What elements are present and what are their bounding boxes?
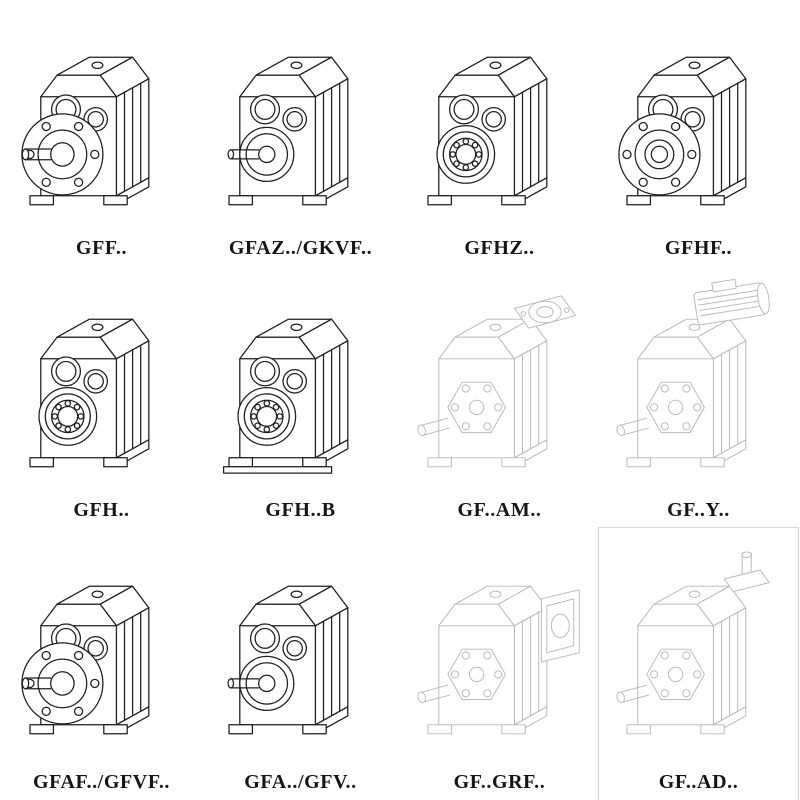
cell-gf-y: GF..Y.. <box>599 266 798 528</box>
output-bore-gearbox-drawing <box>201 530 400 771</box>
hollow-shaft-gearbox-drawing <box>400 6 599 237</box>
cell-gfaf-gfvf: GFAF../GFVF.. <box>2 528 201 800</box>
output-bore-gearbox-drawing <box>201 6 400 237</box>
hollow-shaft-base-gearbox-drawing <box>201 268 400 499</box>
motor-adapter-gearbox-drawing <box>400 268 599 499</box>
model-label: GFHZ.. <box>464 237 535 259</box>
cell-gf-am: GF..AM.. <box>400 266 599 528</box>
model-label: GF..Y.. <box>667 499 730 521</box>
cell-gfaz-gkvf: GFAZ../GKVF.. <box>201 4 400 266</box>
model-label: GF..AD.. <box>658 771 739 793</box>
flange-shaft-gearbox-drawing <box>2 6 201 237</box>
gearbox-model-grid: GFF.. GFAZ../GKVF.. GFHZ.. <box>2 4 799 800</box>
flange-hollow-gearbox-drawing <box>599 6 798 237</box>
model-label: GF..AM.. <box>457 499 542 521</box>
cell-gfh: GFH.. <box>2 266 201 528</box>
model-label: GFAZ../GKVF.. <box>228 237 373 259</box>
motor-mounted-gearbox-drawing <box>599 268 798 499</box>
model-label: GFHF.. <box>664 237 733 259</box>
input-shaft-gearbox-drawing <box>599 530 798 771</box>
cell-gf-ad: GF..AD.. <box>598 527 799 800</box>
model-label: GFF.. <box>75 237 128 259</box>
model-label: GF..GRF.. <box>453 771 546 793</box>
hollow-shaft-bearing-gearbox-drawing <box>2 268 201 499</box>
model-label: GFH..B <box>265 499 336 521</box>
model-label: GFH.. <box>73 499 130 521</box>
cell-gfa-gfv: GFA../GFV.. <box>201 528 400 800</box>
cell-gf-grf: GF..GRF.. <box>400 528 599 800</box>
cell-gfhz: GFHZ.. <box>400 4 599 266</box>
input-adapter-gearbox-drawing <box>400 530 599 771</box>
cell-gfhf: GFHF.. <box>599 4 798 266</box>
cell-gfh-b: GFH..B <box>201 266 400 528</box>
model-label: GFAF../GFVF.. <box>32 771 171 793</box>
model-label: GFA../GFV.. <box>244 771 357 793</box>
cell-gff: GFF.. <box>2 4 201 266</box>
flange-shaft-gearbox-drawing <box>2 530 201 771</box>
